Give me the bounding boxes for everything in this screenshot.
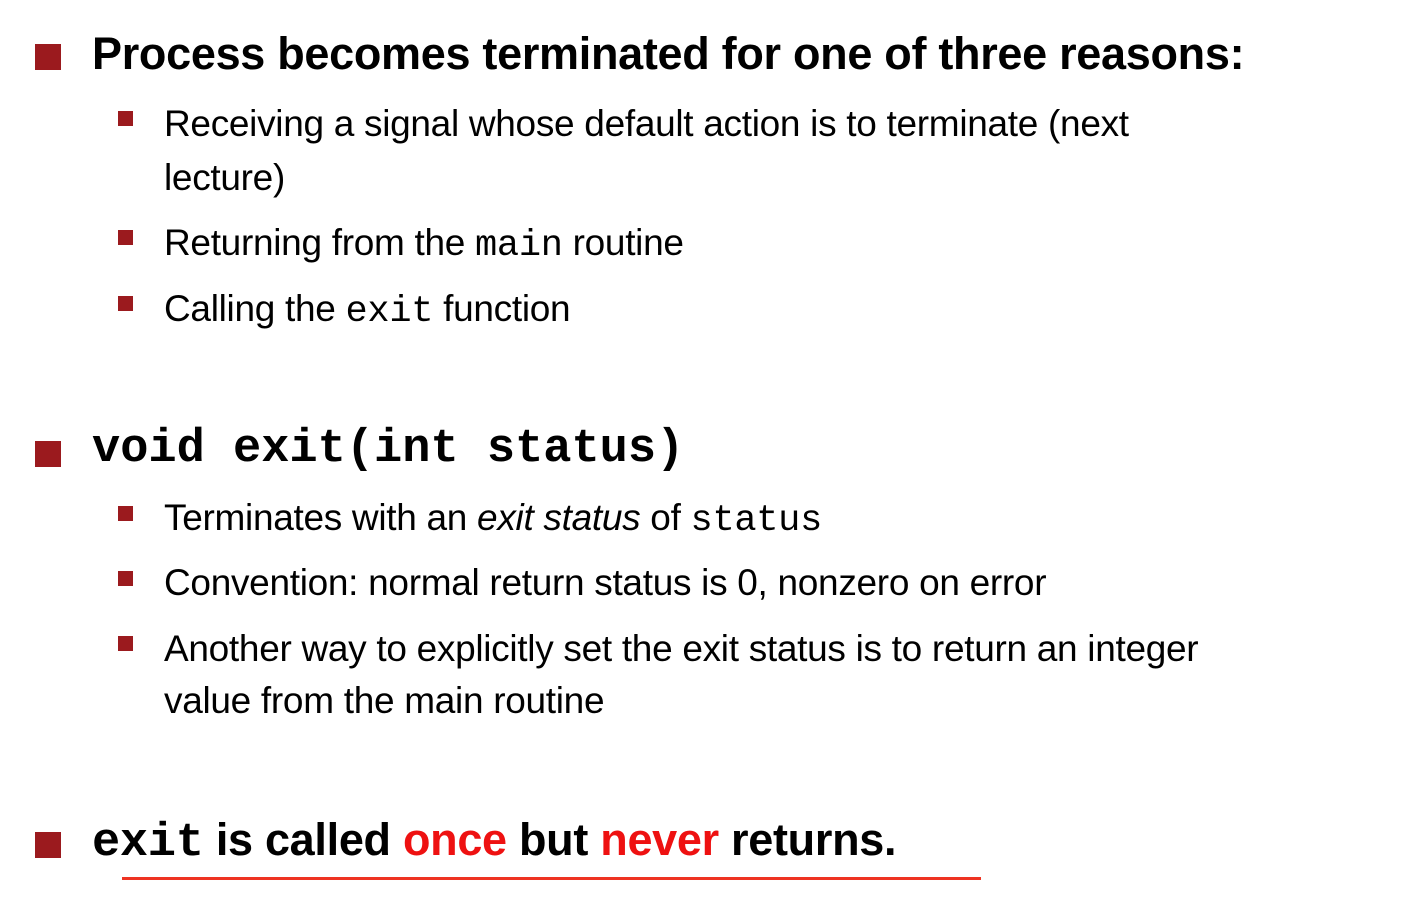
- section3-text: exit is called once but never returns.: [92, 814, 897, 870]
- section3-text3: returns.: [718, 814, 897, 865]
- section3-highlight-never: never: [600, 814, 719, 865]
- section1-item2-code: main: [475, 225, 563, 267]
- section2-item3-line1: Another way to explicitly set the exit s…: [164, 628, 1199, 669]
- section2-item2: Convention: normal return status is 0, n…: [164, 562, 1047, 603]
- section1-item2: Returning from the main routine: [164, 216, 684, 273]
- section2-item1-italic: exit status: [477, 497, 641, 538]
- section2-item1: Terminates with an exit status of status: [164, 491, 822, 548]
- section1-item3-after: function: [433, 288, 571, 329]
- section1-item2-after: routine: [562, 222, 684, 263]
- section2-item1-code: status: [690, 500, 823, 542]
- section3-underline: [122, 877, 981, 880]
- section3-bullet: [35, 832, 61, 858]
- section2-heading: void exit(int status): [92, 423, 685, 476]
- section2-item1-mid: of: [640, 497, 691, 538]
- section2-item1-bullet: [118, 506, 133, 521]
- section3-text1: is called: [203, 814, 403, 865]
- section2-item3-line2: value from the main routine: [164, 680, 605, 721]
- section2-item1-before: Terminates with an: [164, 497, 478, 538]
- section2-item2-bullet: [118, 571, 133, 586]
- section1-item2-bullet: [118, 230, 133, 245]
- section1-heading: Process becomes terminated for one of th…: [92, 28, 1245, 79]
- section1-item3-bullet: [118, 296, 133, 311]
- section2-item3-bullet: [118, 636, 133, 651]
- section2-bullet: [35, 441, 61, 467]
- section1-bullet: [35, 44, 61, 70]
- section1-item1-bullet: [118, 111, 133, 126]
- section3-text2: but: [506, 814, 601, 865]
- section3-highlight-once: once: [402, 814, 507, 865]
- section1-item2-before: Returning from the: [164, 222, 476, 263]
- section1-item1-line2: lecture): [164, 157, 285, 198]
- section1-item3-code: exit: [345, 291, 434, 333]
- section3-code: exit: [92, 817, 204, 870]
- section1-item3: Calling the exit function: [164, 282, 571, 339]
- section1-item3-before: Calling the: [164, 288, 346, 329]
- section1-item1-line1: Receiving a signal whose default action …: [164, 103, 1129, 144]
